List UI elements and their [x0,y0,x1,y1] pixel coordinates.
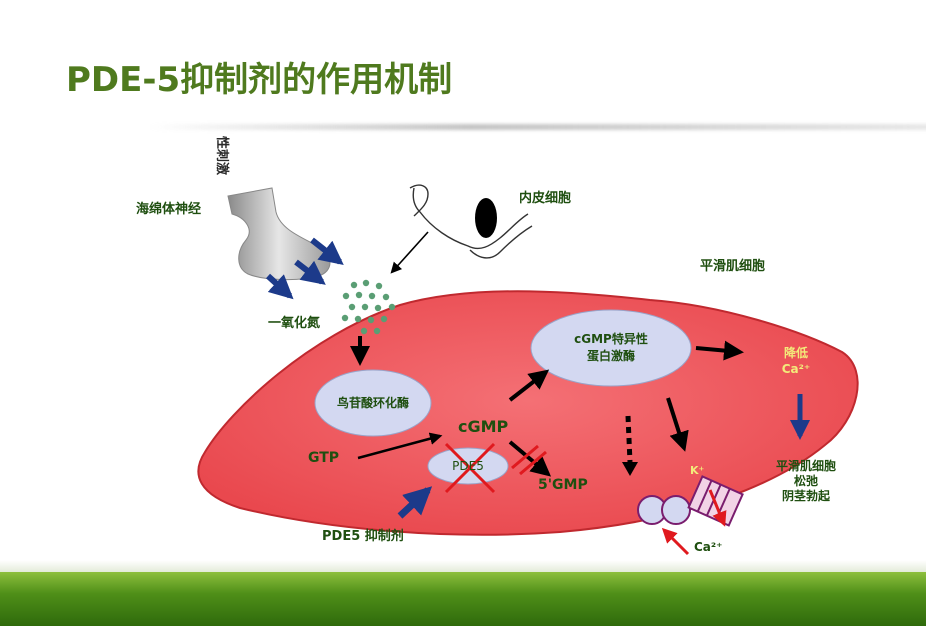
ca-ion-label: Ca²⁺ [694,540,723,554]
ca-influx-arrow [661,527,690,556]
relax-line1: 平滑肌细胞 [776,458,836,473]
gtp-label: GTP [308,450,339,466]
smooth-muscle-cell-label: 平滑肌细胞 [700,258,765,274]
pkg-label-line2: 蛋白激酶 [587,348,635,363]
pkg-node [530,309,692,387]
nerve-arrow-1 [310,237,344,265]
cavernous-nerve-label: 海绵体神经 [136,201,201,217]
pde5-inhibitor-label: PDE5 抑制剂 [322,528,404,544]
relax-line3: 阴茎勃起 [782,488,831,503]
gtp-to-cgmp-arrow [357,432,443,460]
endothelial-nucleus [475,198,497,238]
cgmp-to-5gmp-arrow [508,440,552,477]
guanylate-cyclase-node [314,369,432,437]
cgmp-label: cGMP [458,417,509,436]
nitric-oxide-label: 一氧化氮 [268,315,320,331]
footer-bar [0,572,926,626]
guanylate-cyclase-label: 鸟苷酸环化酶 [337,395,409,410]
decrease-ca-line2: Ca²⁺ [782,362,811,376]
ca-channel-right [661,495,691,525]
cgmp-to-pkg-arrow [508,369,550,402]
inhibition-bar-2 [519,450,547,476]
inhibitor-arrow [397,486,433,519]
page-title: PDE-5抑制剂的作用机制 [66,60,453,100]
relax-line2: 松弛 [794,473,818,488]
pkg-to-ca-channel-dashed-arrow [625,415,633,463]
pkg-to-decrease-arrow [695,340,744,361]
inhibition-bar-1 [511,444,539,470]
nerve-arrow-3 [265,273,294,300]
title-divider [150,124,926,130]
dashed-arrow-head [622,462,638,476]
pde5-label: PDE5 [452,459,484,473]
endothelial-to-no-arrow [390,231,429,274]
sexual-stimulation-label: 性刺激 [214,136,230,176]
endothelial-cell-sketch [409,184,533,259]
pkg-to-k-channel-arrow [666,397,689,452]
k-efflux-arrow [708,489,727,527]
five-gmp-label: 5'GMP [538,477,588,493]
nerve-arrow-2 [294,259,326,285]
pkg-label-line1: cGMP特异性 [574,331,648,346]
nerve-terminal-shape [227,187,331,281]
decrease-ca-line1: 降低 [784,345,808,360]
endothelial-cell-label: 内皮细胞 [519,190,571,206]
k-ion-label: K⁺ [690,464,705,477]
nitric-oxide-dots [341,279,396,335]
pde5-cross-2 [444,442,496,494]
